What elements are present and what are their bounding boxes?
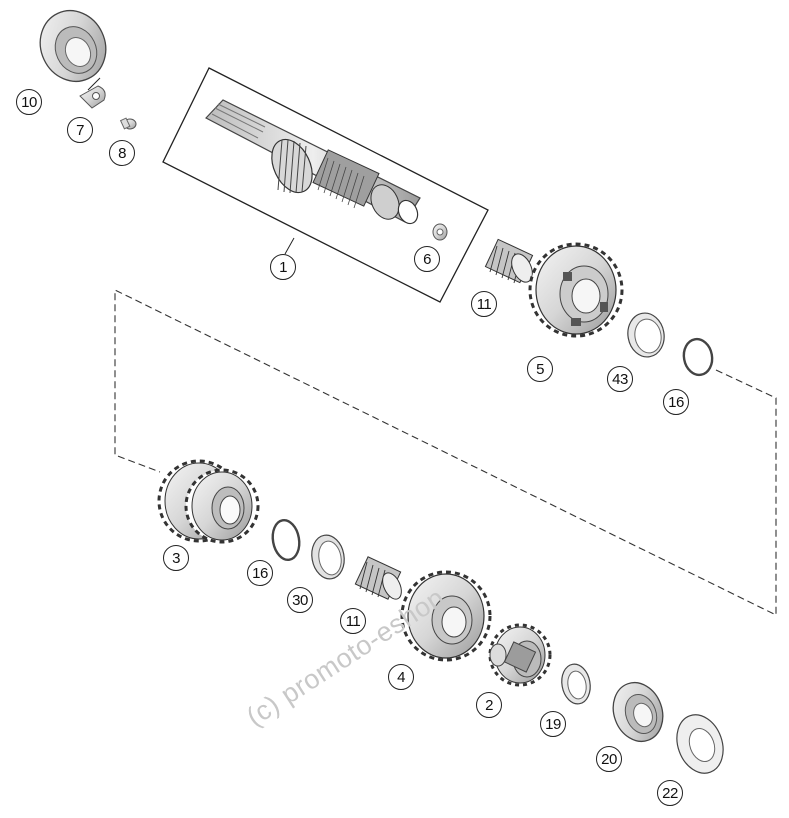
callout-11-lower: 11: [340, 608, 366, 634]
callout-4: 4: [388, 664, 414, 690]
callout-10: 10: [16, 89, 42, 115]
callout-22: 22: [657, 780, 683, 806]
bearing-part-10: [39, 10, 107, 82]
assembly-dashed-line: [114, 289, 777, 616]
lock-plate-part-7: [79, 85, 106, 109]
needle-bearing-part-11-lower: [354, 556, 402, 600]
gear-part-4: [400, 570, 492, 662]
main-shaft-part-1: [205, 99, 421, 225]
callout-6: 6: [414, 246, 440, 272]
needle-bearing-part-11-upper: [484, 238, 534, 284]
screw-part-8: [119, 117, 137, 130]
callout-7: 7: [67, 117, 93, 143]
callout-5: 5: [527, 356, 553, 382]
gear-part-5: [528, 242, 624, 338]
callout-19: 19: [540, 711, 566, 737]
washer-part-19: [561, 663, 591, 705]
double-gear-part-3: [157, 459, 260, 544]
gear-part-2: [488, 623, 552, 687]
callout-43: 43: [607, 366, 633, 392]
callout-30: 30: [287, 587, 313, 613]
callout-20: 20: [596, 746, 622, 772]
leader-lines: [87, 77, 295, 255]
nut-part-6: [432, 223, 448, 241]
callout-1: 1: [270, 254, 296, 280]
washer-part-43: [627, 312, 665, 358]
bearing-part-20: [612, 681, 664, 743]
circlip-part-16-upper: [682, 337, 714, 377]
callout-3: 3: [163, 545, 189, 571]
shim-part-22: [676, 714, 724, 774]
callout-11-upper: 11: [471, 291, 497, 317]
callout-2: 2: [476, 692, 502, 718]
callout-16-upper: 16: [663, 389, 689, 415]
washer-part-30: [311, 534, 345, 580]
callout-8: 8: [109, 140, 135, 166]
circlip-part-16-lower: [271, 518, 301, 562]
shaft-assembly-frame: [162, 67, 489, 303]
callout-16-lower: 16: [247, 560, 273, 586]
